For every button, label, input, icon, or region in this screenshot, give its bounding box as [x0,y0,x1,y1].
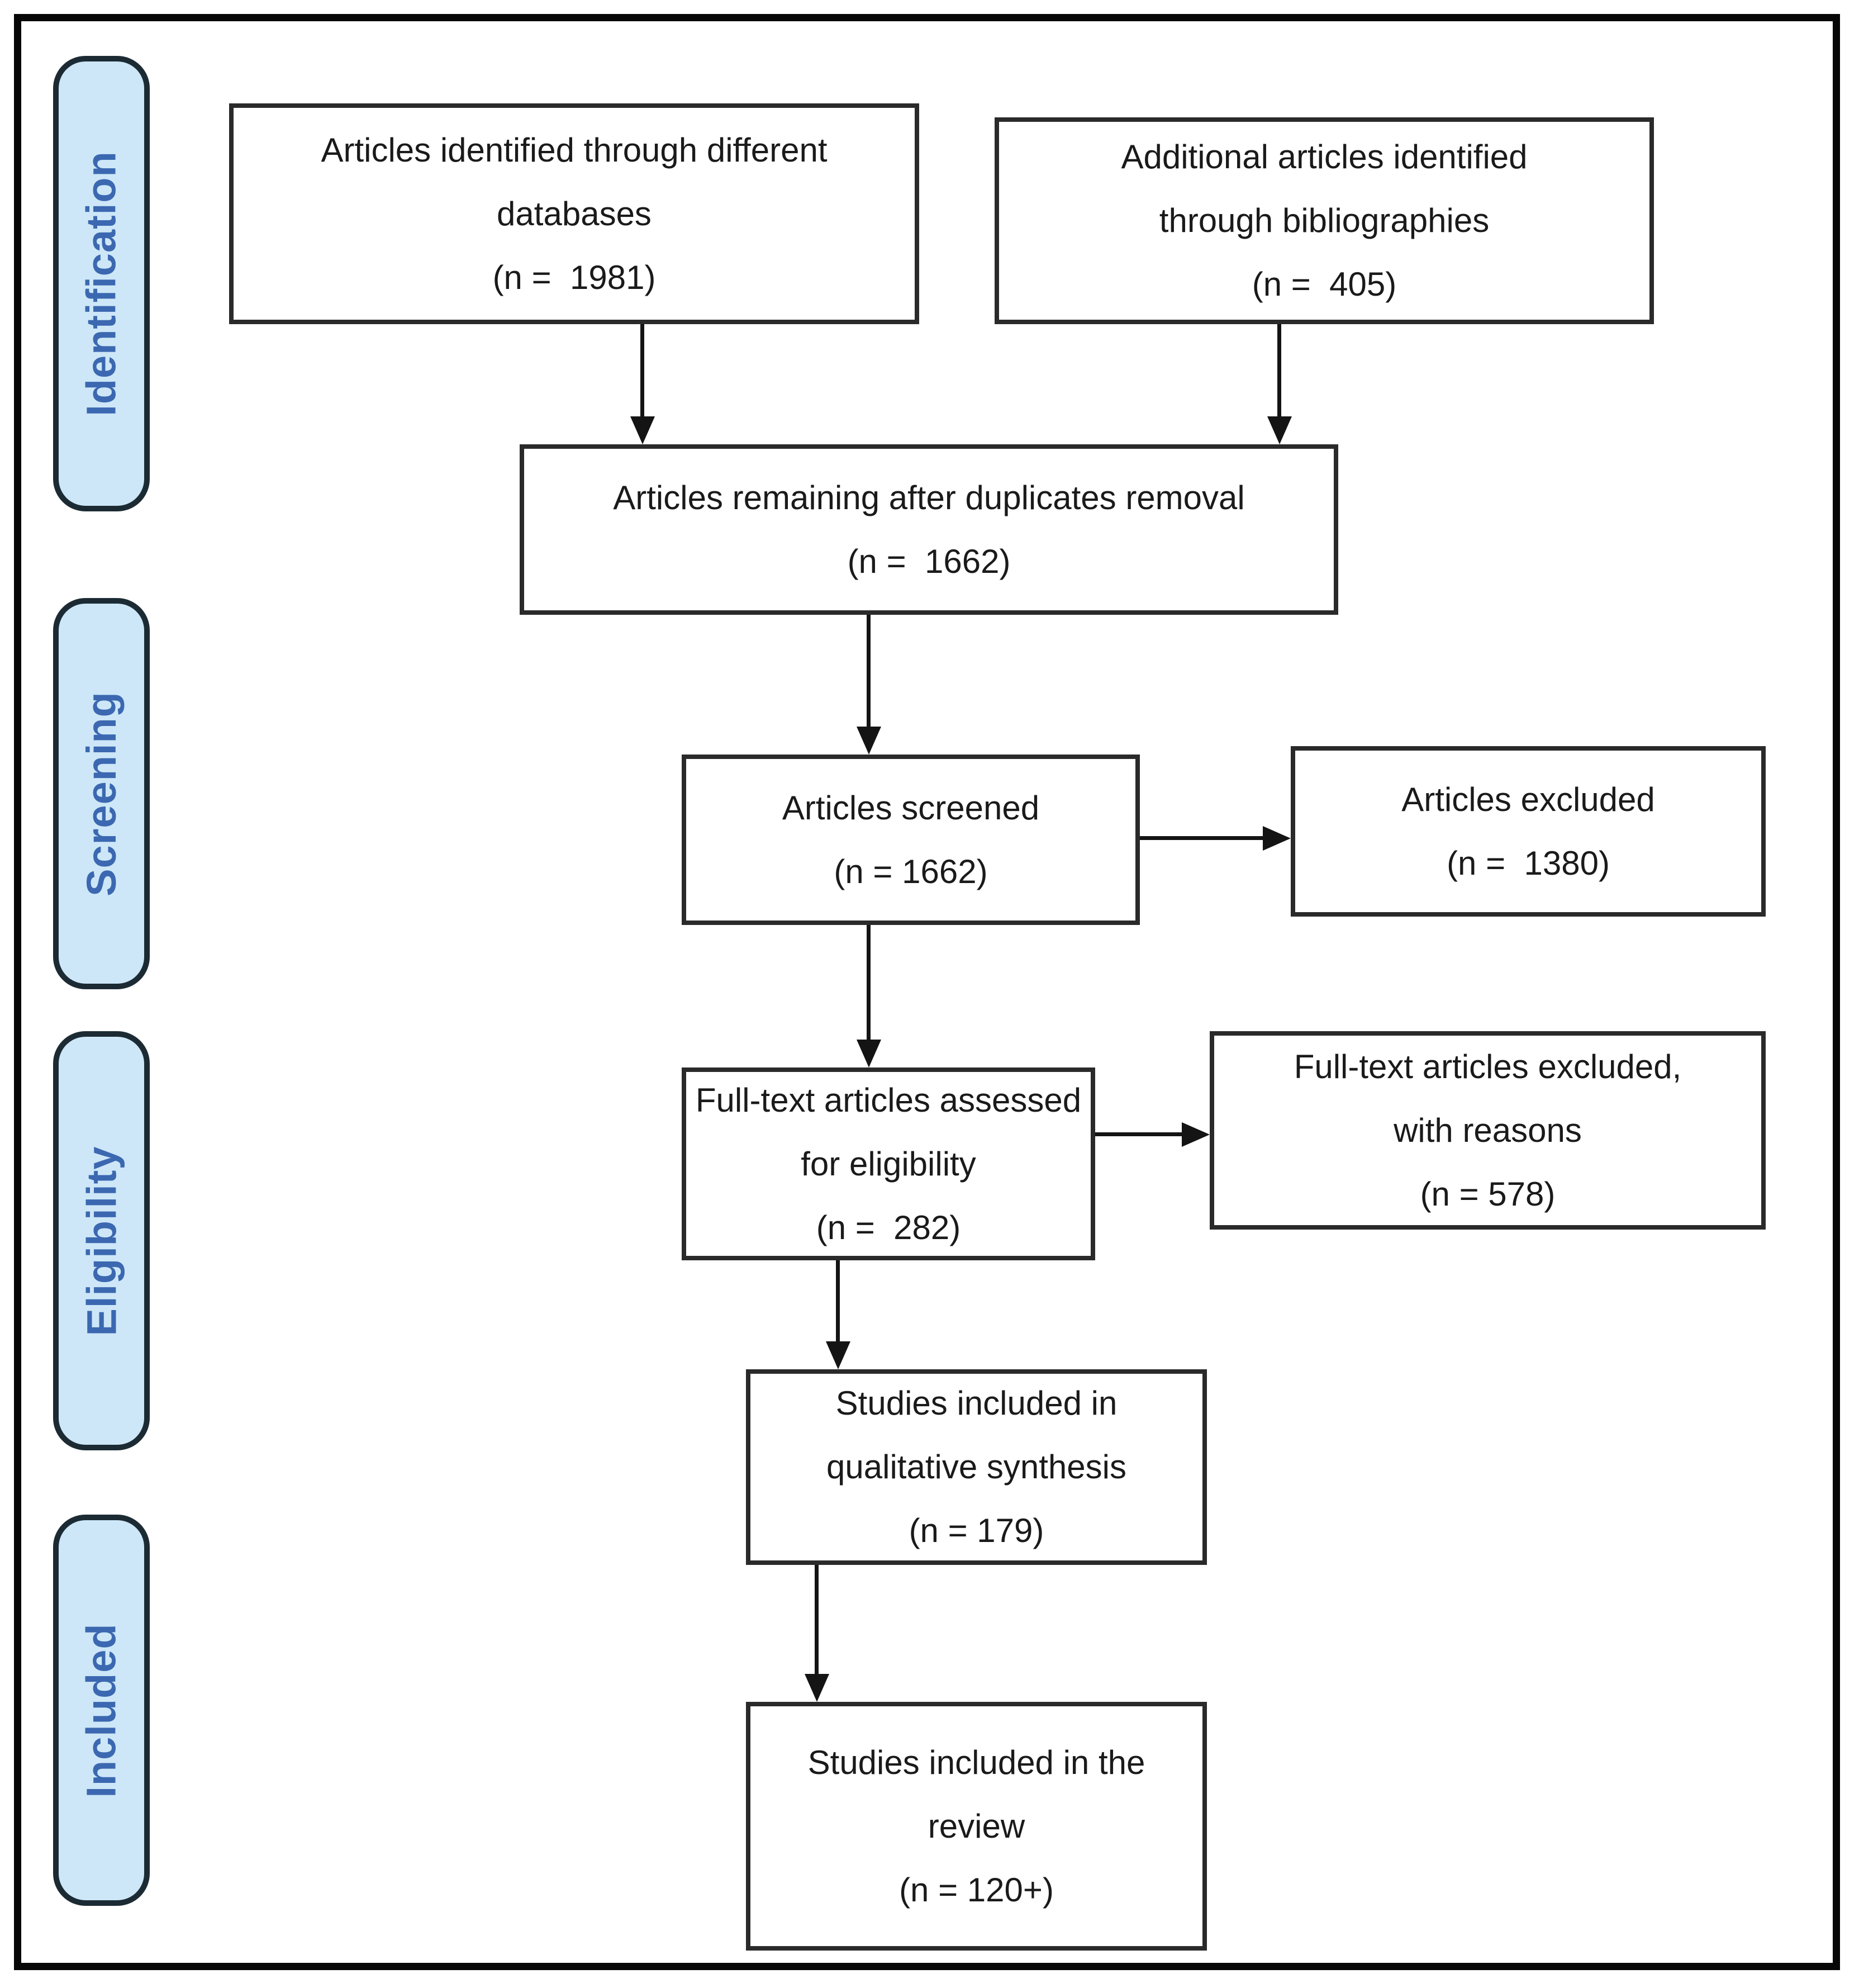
box-articles-screened: Articles screened (n = 1662) [682,755,1140,925]
stage-identification-label: Identification [78,151,125,416]
stage-screening-label: Screening [78,691,125,896]
arrow-down-qualitative-to-review-icon [805,1565,829,1702]
box-fulltext-excluded: Full-text articles excluded, with reason… [1210,1031,1766,1230]
box-fulltext-assessed: Full-text articles assessed for eligibil… [682,1067,1095,1260]
box-additional-bibliographies-text: Additional articles identified through b… [1121,138,1528,303]
box-fulltext-excluded-text: Full-text articles excluded, with reason… [1294,1047,1682,1213]
box-additional-bibliographies: Additional articles identified through b… [995,117,1654,324]
stage-eligibility: Eligibility [53,1031,150,1450]
arrow-down-additional-to-dedup-icon [1267,324,1292,444]
stage-screening: Screening [53,598,150,989]
box-identified-databases: Articles identified through different da… [229,103,919,324]
box-included-review-text: Studies included in the review (n = 120+… [807,1743,1145,1909]
arrow-down-screened-to-assessed-icon [857,925,881,1067]
box-articles-excluded: Articles excluded (n = 1380) [1291,746,1766,917]
box-duplicates-removed-text: Articles remaining after duplicates remo… [613,478,1245,580]
stage-included-label: Included [78,1622,125,1798]
arrow-right-screened-to-excluded-icon [1140,826,1291,851]
box-qualitative-synthesis: Studies included in qualitative synthesi… [746,1369,1207,1565]
box-articles-excluded-text: Articles excluded (n = 1380) [1401,780,1655,882]
box-identified-databases-text: Articles identified through different da… [321,131,828,296]
stage-eligibility-label: Eligibility [78,1146,125,1336]
box-fulltext-assessed-text: Full-text articles assessed for eligibil… [695,1081,1082,1246]
arrow-down-dedup-to-screened-icon [857,615,881,755]
box-duplicates-removed: Articles remaining after duplicates remo… [520,444,1338,615]
stage-included: Included [53,1515,150,1906]
outer-frame [14,14,1840,1970]
box-included-review: Studies included in the review (n = 120+… [746,1702,1207,1951]
box-articles-screened-text: Articles screened (n = 1662) [782,789,1040,890]
arrow-down-assessed-to-qualitative-icon [826,1260,850,1369]
arrow-right-assessed-to-ft-excluded-icon [1095,1122,1210,1147]
box-qualitative-synthesis-text: Studies included in qualitative synthesi… [826,1384,1126,1549]
arrow-down-identified-to-dedup-icon [630,324,655,444]
stage-identification: Identification [53,56,150,511]
